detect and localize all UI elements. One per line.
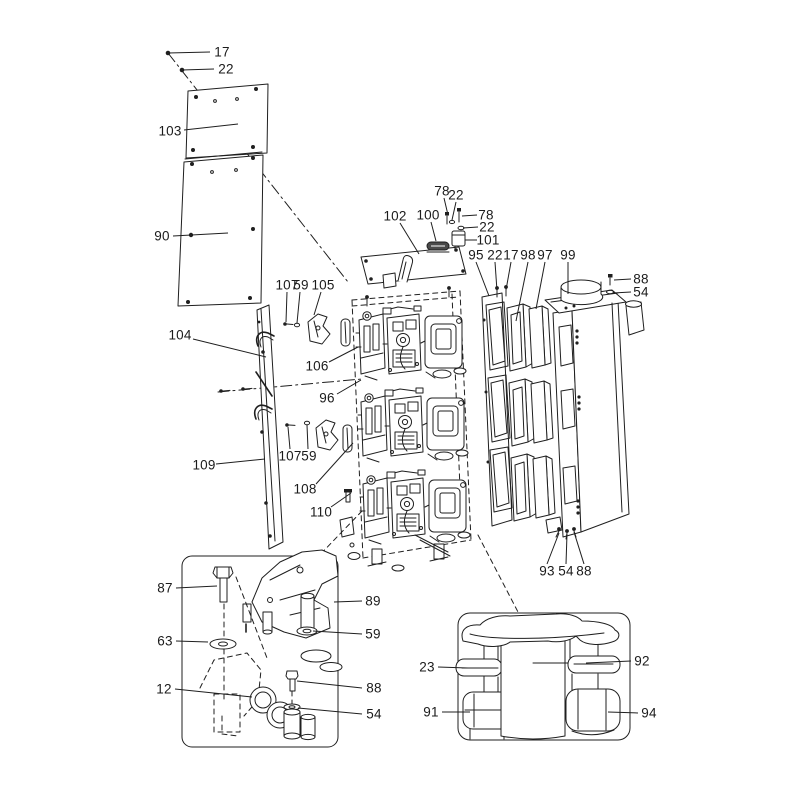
connector-left-inset: [311, 510, 363, 564]
leader-97: [535, 261, 546, 310]
leader-63: [175, 640, 209, 643]
leader-107: [287, 426, 291, 450]
panel-104-109: [253, 304, 284, 550]
assembly-centerline-horizontal: [217, 378, 363, 393]
connector-right-inset: [477, 534, 519, 613]
screws-107-59-upper: [283, 322, 301, 328]
leader-59: [296, 291, 301, 324]
screws-88-54-top: [606, 274, 614, 295]
panel-103: [185, 83, 269, 159]
leader-54: [612, 291, 632, 294]
leader-17: [167, 51, 211, 54]
leader-22: [181, 68, 215, 71]
leader-89: [333, 600, 363, 603]
leader-105: [313, 291, 322, 316]
leader-17: [505, 261, 512, 291]
leader-59: [306, 424, 309, 450]
leader-23: [437, 666, 469, 669]
leader-88: [613, 278, 632, 281]
leader-22: [451, 201, 457, 221]
leader-88: [296, 680, 363, 689]
leader-106: [328, 346, 359, 363]
leader-88: [573, 531, 585, 565]
leader-109: [215, 458, 266, 465]
panel-95: [481, 284, 513, 527]
leader-102: [399, 222, 420, 255]
leader-92: [585, 660, 632, 664]
cover-plate-102: [360, 246, 467, 289]
leader-95: [475, 261, 490, 297]
leader-59: [312, 630, 363, 635]
leader-104: [192, 338, 267, 358]
leader-98: [515, 261, 529, 322]
part-101: [451, 230, 466, 250]
inset-left: [181, 549, 343, 748]
leader-78: [461, 214, 478, 217]
panel-90: [177, 151, 264, 307]
enclosure-99: [544, 279, 645, 538]
leader-110: [330, 492, 352, 508]
leader-22: [462, 226, 479, 229]
leader-94: [607, 711, 639, 714]
leader-12: [174, 688, 253, 698]
leader-100: [430, 221, 437, 242]
leader-54: [297, 707, 363, 715]
leader-107: [285, 291, 288, 323]
part-100: [426, 241, 450, 253]
leader-90: [172, 232, 229, 237]
leader-96: [336, 379, 362, 395]
leader-87: [175, 585, 218, 589]
leader-22: [494, 261, 498, 292]
screws-107-59-lower: [285, 420, 311, 427]
leader-78: [443, 197, 449, 216]
inset-right: [455, 612, 631, 741]
leader-103: [183, 123, 239, 131]
leader-54: [565, 533, 568, 565]
leader-93: [546, 532, 560, 565]
leader-108: [315, 442, 354, 485]
